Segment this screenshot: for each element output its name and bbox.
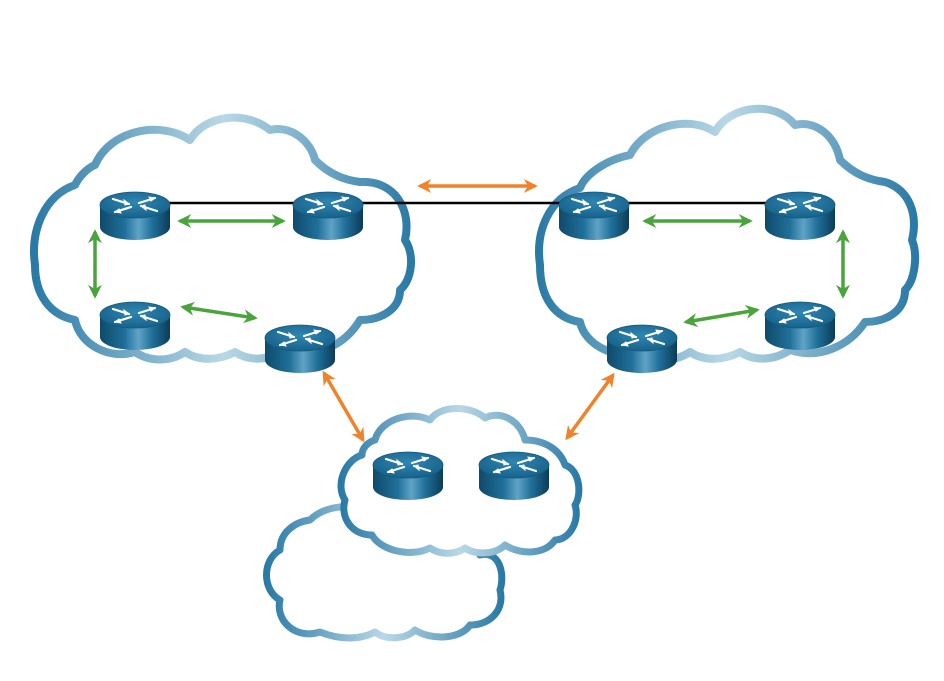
router-L2[interactable]	[292, 191, 364, 240]
router-B1[interactable]	[372, 451, 444, 500]
router-top	[372, 451, 444, 479]
router-top	[99, 301, 171, 329]
external-arrows-layer	[322, 179, 615, 443]
router-top	[264, 324, 336, 352]
router-arrows-icon	[490, 456, 538, 474]
router-R1[interactable]	[558, 191, 630, 240]
router-arrows-icon	[276, 329, 324, 347]
router-L1[interactable]	[99, 191, 171, 240]
router-top	[478, 451, 550, 479]
router-top	[292, 191, 364, 219]
routers-layer	[99, 191, 836, 500]
router-L3[interactable]	[99, 301, 171, 350]
router-top	[606, 324, 678, 352]
cloud-bottom	[337, 405, 583, 557]
external-arrow-cloud-left-cloud-bottom	[322, 370, 365, 443]
cloud-left	[30, 113, 415, 364]
router-arrows-icon	[304, 196, 352, 214]
router-arrows-icon	[570, 196, 618, 214]
router-arrows-icon	[384, 456, 432, 474]
router-L4[interactable]	[264, 324, 336, 373]
external-arrow-cloud-right-cloud-bottom	[565, 372, 615, 441]
router-R2[interactable]	[764, 191, 836, 240]
router-arrows-icon	[618, 329, 666, 347]
router-top	[99, 191, 171, 219]
router-R3[interactable]	[606, 324, 678, 373]
router-top	[764, 301, 836, 329]
internal-arrow-R3-R4	[683, 304, 760, 328]
cloud-right	[535, 104, 920, 364]
router-arrows-icon	[776, 196, 824, 214]
router-top	[764, 191, 836, 219]
router-B2[interactable]	[478, 451, 550, 500]
router-arrows-icon	[111, 306, 159, 324]
internal-arrows-layer	[88, 214, 850, 328]
router-R4[interactable]	[764, 301, 836, 350]
router-arrows-icon	[111, 196, 159, 214]
internal-arrow-L3-L4	[180, 301, 258, 324]
router-arrows-icon	[776, 306, 824, 324]
clouds-layer	[30, 104, 920, 642]
router-top	[558, 191, 630, 219]
